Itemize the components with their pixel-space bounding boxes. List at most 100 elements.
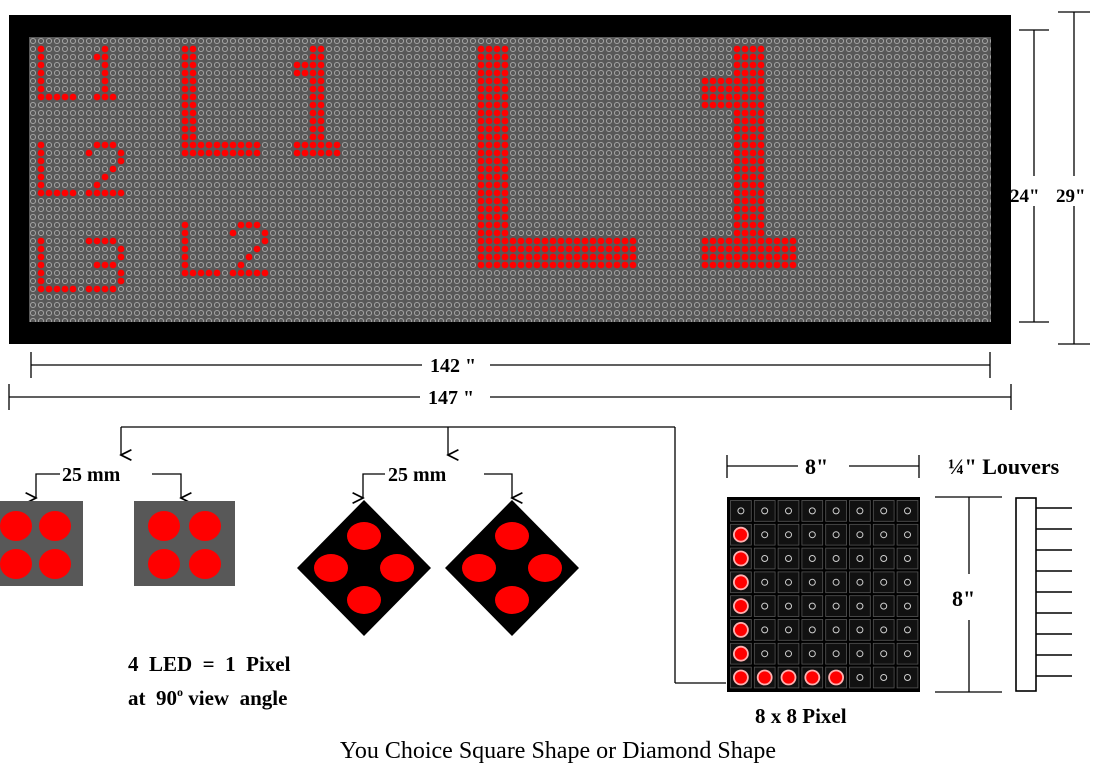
lit-led-dot	[765, 261, 773, 269]
lit-led-dot	[189, 45, 197, 53]
module-lit-led	[733, 598, 749, 614]
lit-led-dot	[749, 213, 757, 221]
lit-led-dot	[757, 61, 765, 69]
lit-led-dot	[501, 117, 509, 125]
lit-led-dot	[237, 269, 245, 277]
module-lit-led	[733, 669, 749, 686]
lit-led-dot	[45, 93, 53, 101]
lit-led-dot	[757, 149, 765, 157]
lit-led-dot	[501, 189, 509, 197]
lit-led-dot	[485, 149, 493, 157]
lit-led-dot	[725, 101, 733, 109]
lit-led-dot	[733, 61, 741, 69]
louver-label: ¼" Louvers	[948, 454, 1060, 479]
lit-led-dot	[733, 101, 741, 109]
lit-led-dot	[613, 245, 621, 253]
lit-led-dot	[37, 277, 45, 285]
lit-led-dot	[741, 61, 749, 69]
lit-led-dot	[485, 85, 493, 93]
lit-led-dot	[757, 77, 765, 85]
module-unlit-led	[761, 531, 769, 539]
lit-led-dot	[485, 125, 493, 133]
module-lit-led	[733, 550, 749, 567]
lit-led-dot	[317, 149, 325, 157]
module-unlit-led	[856, 650, 864, 658]
lit-led-dot	[501, 165, 509, 173]
module-unlit-led	[761, 602, 769, 610]
lit-led-dot	[749, 149, 757, 157]
lit-led-dot	[757, 173, 765, 181]
lit-led-dot	[725, 237, 733, 245]
lit-led-dot	[493, 61, 501, 69]
lit-led-dot	[597, 253, 605, 261]
lit-led-dot	[293, 61, 301, 69]
module-unlit-led	[808, 626, 816, 634]
led-characters	[37, 45, 797, 293]
lit-led-dot	[309, 141, 317, 149]
diamond-spacing-label: 25 mm	[388, 464, 447, 486]
module-unlit-led	[737, 507, 745, 515]
lit-led-dot	[477, 181, 485, 189]
module-led-grid	[730, 500, 919, 689]
module-unlit-led	[785, 531, 792, 539]
lit-led-dot	[533, 245, 541, 253]
lit-led-dot	[181, 125, 189, 133]
lit-led-dot	[749, 173, 757, 181]
lit-led-dot	[733, 261, 741, 269]
lit-led-dot	[733, 173, 741, 181]
lit-led-dot	[189, 85, 197, 93]
module-unlit-led	[761, 626, 769, 634]
lit-led-dot	[309, 93, 317, 101]
led-text-large	[477, 45, 797, 269]
lit-led-dot	[493, 221, 501, 229]
lit-led-dot	[749, 69, 757, 77]
lit-led-dot	[181, 141, 189, 149]
lit-led-dot	[181, 77, 189, 85]
module-unlit-led	[880, 650, 888, 658]
lit-led-dot	[37, 237, 45, 245]
lit-led-dot	[37, 189, 45, 197]
lit-led-dot	[253, 245, 261, 253]
lit-led-dot	[477, 261, 485, 269]
lit-led-dot	[733, 117, 741, 125]
module-unlit-led	[808, 650, 816, 658]
lit-led-dot	[493, 53, 501, 61]
lit-led-dot	[733, 181, 741, 189]
lit-led-dot	[501, 141, 509, 149]
lit-led-dot	[197, 149, 205, 157]
lit-led-dot	[181, 221, 189, 229]
lit-led-dot	[485, 101, 493, 109]
lit-led-dot	[477, 85, 485, 93]
lit-led-dot	[741, 77, 749, 85]
lit-led-dot	[213, 141, 221, 149]
lit-led-dot	[525, 237, 533, 245]
lit-led-dot	[53, 189, 61, 197]
lit-led-dot	[501, 213, 509, 221]
lit-led-dot	[741, 141, 749, 149]
lit-led-dot	[709, 101, 717, 109]
lit-led-dot	[477, 157, 485, 165]
lit-led-dot	[197, 269, 205, 277]
module-unlit-led	[808, 602, 816, 610]
footer-caption: You Choice Square Shape or Diamond Shape	[340, 738, 776, 764]
lit-led-dot	[181, 261, 189, 269]
lit-led-dot	[317, 77, 325, 85]
lit-led-dot	[37, 93, 45, 101]
lit-led-dot	[741, 221, 749, 229]
diamond-spacing-bracket	[363, 473, 512, 498]
lit-led-dot	[501, 93, 509, 101]
lit-led-dot	[733, 85, 741, 93]
lit-led-dot	[37, 285, 45, 293]
lit-led-dot	[629, 261, 637, 269]
lit-led-dot	[309, 53, 317, 61]
lit-led-dot	[333, 141, 341, 149]
lit-led-dot	[85, 189, 93, 197]
lit-led-dot	[245, 141, 253, 149]
lit-led-dot	[61, 93, 69, 101]
lit-led-dot	[621, 245, 629, 253]
lit-led-dot	[629, 253, 637, 261]
module-unlit-led	[808, 578, 816, 586]
lit-led-dot	[485, 157, 493, 165]
lit-led-dot	[109, 165, 117, 173]
